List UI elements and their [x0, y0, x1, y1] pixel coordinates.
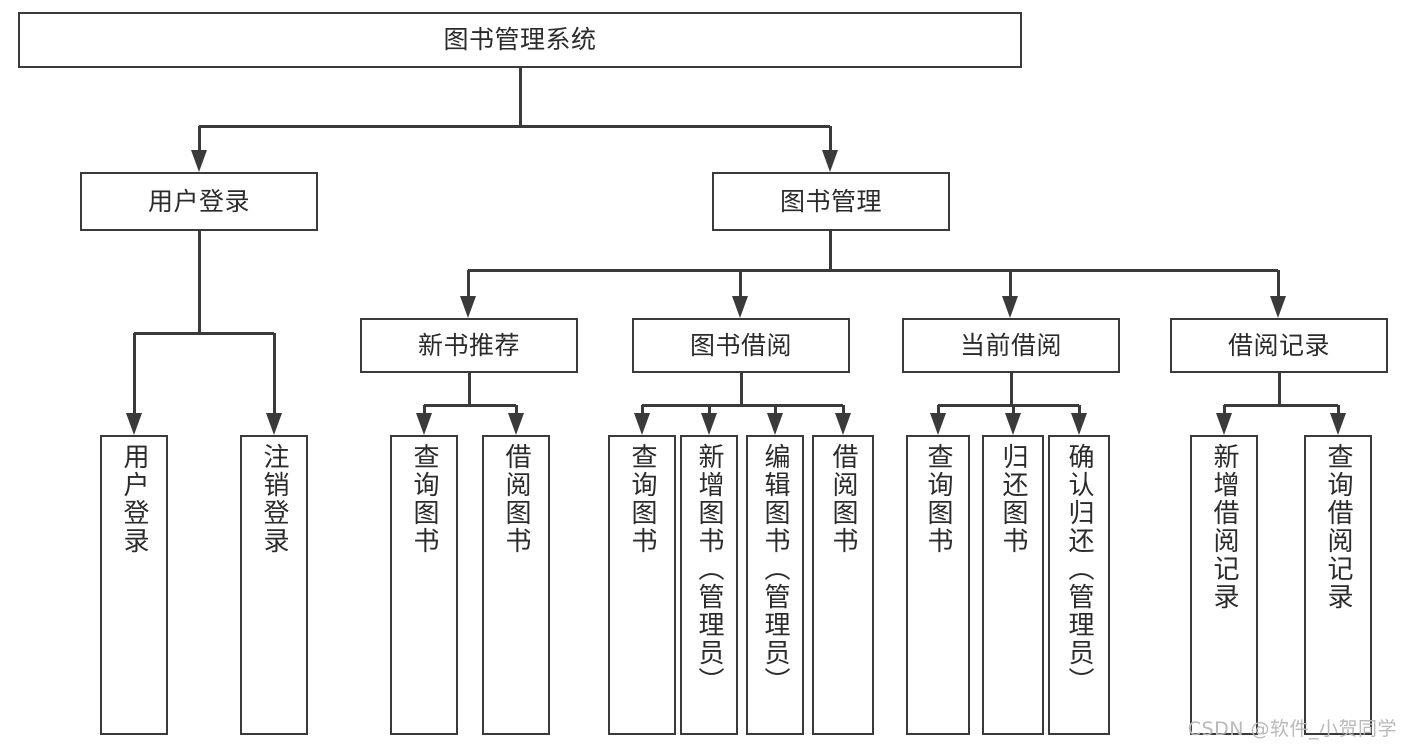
connector-1-bus — [642, 404, 843, 407]
connector-root-drop-1 — [829, 126, 832, 152]
connector-0-stem — [468, 373, 471, 405]
arrow-book-to-level2-3 — [1270, 296, 1286, 318]
node-leaf-7[interactable]: 借阅图书 — [812, 435, 874, 735]
node-leaf-6[interactable]: 编辑图书（管理员） — [746, 435, 804, 735]
node-leaf-5[interactable]: 新增图书（管理员） — [680, 435, 738, 735]
arrow-book-to-level2-2 — [1002, 296, 1018, 318]
node-level2-1-label: 图书借阅 — [689, 330, 792, 360]
connector-3-drop-1 — [1337, 405, 1340, 415]
node-level1-1-label: 图书管理 — [779, 186, 882, 216]
arrow-level2-0-to-leaf-0 — [416, 413, 432, 435]
arrow-level2-2-to-leaf-0 — [930, 413, 946, 435]
node-leaf-3[interactable]: 借阅图书 — [482, 435, 550, 735]
node-leaf-8-label: 查询图书 — [923, 443, 953, 555]
arrow-book-to-level2-0 — [460, 296, 476, 318]
arrow-level2-3-to-leaf-1 — [1330, 413, 1346, 435]
node-leaf-11-label: 新增借阅记录 — [1209, 443, 1239, 611]
arrow-level2-1-to-leaf-3 — [835, 413, 851, 435]
connector-user-drop-1 — [273, 333, 276, 415]
arrow-level2-1-to-leaf-0 — [634, 413, 650, 435]
node-leaf-7-label: 借阅图书 — [828, 443, 858, 555]
connector-root-stem — [519, 68, 522, 126]
node-level2-3[interactable]: 借阅记录 — [1170, 318, 1388, 373]
node-leaf-1[interactable]: 注销登录 — [240, 435, 308, 735]
arrow-user-to-leaf-1 — [266, 413, 282, 435]
node-leaf-2-label: 查询图书 — [409, 443, 439, 555]
node-leaf-0[interactable]: 用户登录 — [100, 435, 168, 735]
node-leaf-12-label: 查询借阅记录 — [1323, 443, 1353, 611]
node-level2-0-label: 新书推荐 — [417, 330, 520, 360]
node-root[interactable]: 图书管理系统 — [18, 12, 1022, 68]
node-leaf-4[interactable]: 查询图书 — [608, 435, 676, 735]
node-level2-1[interactable]: 图书借阅 — [632, 318, 850, 373]
arrow-book-to-level2-1 — [732, 296, 748, 318]
node-leaf-12[interactable]: 查询借阅记录 — [1304, 435, 1372, 735]
connector-2-drop-0 — [937, 405, 940, 415]
arrow-level2-2-to-leaf-2 — [1071, 413, 1087, 435]
connector-book-drop-2 — [1009, 270, 1012, 298]
arrow-level2-1-to-leaf-1 — [701, 413, 717, 435]
node-level1-1[interactable]: 图书管理 — [712, 172, 950, 231]
node-leaf-10-label: 确认归还（管理员） — [1064, 443, 1094, 695]
connector-book-drop-3 — [1277, 270, 1280, 298]
connector-2-bus — [938, 404, 1079, 407]
arrow-root-to-level1-0 — [191, 150, 207, 172]
connector-user-stem — [198, 231, 201, 333]
connector-1-drop-0 — [641, 405, 644, 415]
arrow-level2-3-to-leaf-0 — [1216, 413, 1232, 435]
arrow-root-to-level1-1 — [822, 150, 838, 172]
node-leaf-4-label: 查询图书 — [627, 443, 657, 555]
node-leaf-8[interactable]: 查询图书 — [906, 435, 970, 735]
connector-user-bus — [134, 332, 274, 335]
node-root-label: 图书管理系统 — [443, 25, 597, 54]
arrow-level2-0-to-leaf-1 — [508, 413, 524, 435]
connector-1-drop-1 — [708, 405, 711, 415]
connector-1-stem — [740, 373, 743, 405]
connector-2-stem — [1010, 373, 1013, 405]
node-level1-0-label: 用户登录 — [147, 186, 250, 216]
node-leaf-2[interactable]: 查询图书 — [390, 435, 458, 735]
node-level1-0[interactable]: 用户登录 — [80, 172, 318, 231]
arrow-level2-1-to-leaf-2 — [767, 413, 783, 435]
node-leaf-9-label: 归还图书 — [998, 443, 1028, 555]
connector-0-drop-0 — [423, 405, 426, 415]
arrow-level2-2-to-leaf-1 — [1005, 413, 1021, 435]
node-leaf-1-label: 注销登录 — [259, 443, 289, 555]
connector-1-drop-2 — [774, 405, 777, 415]
connector-3-stem — [1278, 373, 1281, 405]
node-leaf-3-label: 借阅图书 — [501, 443, 531, 555]
node-leaf-11[interactable]: 新增借阅记录 — [1190, 435, 1258, 735]
connector-book-bus — [468, 269, 1278, 272]
connector-3-bus — [1224, 404, 1338, 407]
connector-3-drop-0 — [1223, 405, 1226, 415]
connector-book-drop-1 — [739, 270, 742, 298]
node-level2-2-label: 当前借阅 — [959, 330, 1062, 360]
connector-2-drop-2 — [1078, 405, 1081, 415]
connector-book-stem — [829, 231, 832, 270]
arrow-user-to-leaf-0 — [126, 413, 142, 435]
node-level2-0[interactable]: 新书推荐 — [360, 318, 578, 373]
connector-user-drop-0 — [133, 333, 136, 415]
connector-root-bus — [199, 125, 830, 128]
node-leaf-10[interactable]: 确认归还（管理员） — [1048, 435, 1110, 735]
node-level2-3-label: 借阅记录 — [1227, 330, 1330, 360]
node-leaf-6-label: 编辑图书（管理员） — [760, 443, 790, 695]
connector-root-drop-0 — [198, 126, 201, 152]
connector-2-drop-1 — [1012, 405, 1015, 415]
node-level2-2[interactable]: 当前借阅 — [902, 318, 1120, 373]
connector-1-drop-3 — [842, 405, 845, 415]
node-leaf-5-label: 新增图书（管理员） — [694, 443, 724, 695]
connector-0-bus — [424, 404, 516, 407]
connector-book-drop-0 — [467, 270, 470, 298]
node-leaf-0-label: 用户登录 — [119, 443, 149, 555]
node-leaf-9[interactable]: 归还图书 — [982, 435, 1044, 735]
connector-0-drop-1 — [515, 405, 518, 415]
